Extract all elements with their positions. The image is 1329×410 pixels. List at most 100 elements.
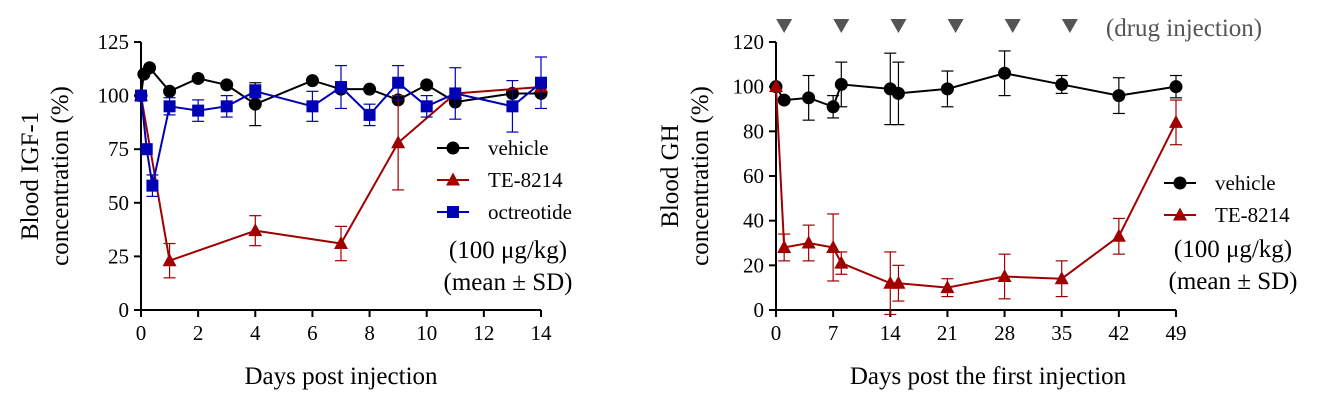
legend-entry-TE-8214: TE-8214	[1164, 203, 1290, 227]
annotation-line: (mean ± SD)	[444, 269, 573, 296]
x-tick-label: 42	[1108, 321, 1129, 345]
annotation-line: (100 μg/kg)	[449, 237, 567, 264]
legend-marker	[1173, 207, 1187, 221]
injection-marker-icon	[776, 19, 793, 33]
legend-label: TE-8214	[1215, 203, 1290, 227]
injection-marker-icon	[947, 19, 964, 33]
data-point	[1112, 89, 1126, 103]
y-tick-label: 80	[743, 119, 764, 143]
legend-marker	[1173, 176, 1187, 190]
data-point	[192, 104, 205, 117]
series-octreotide	[135, 56, 547, 197]
x-tick-label: 28	[994, 321, 1015, 345]
x-tick-label: 4	[250, 321, 261, 345]
y-tick-label: 100	[98, 84, 130, 108]
data-point	[163, 100, 176, 113]
y-tick-label: 0	[119, 298, 130, 322]
data-point	[769, 79, 783, 93]
data-point	[249, 85, 262, 98]
data-point	[777, 93, 791, 107]
data-point	[143, 61, 157, 75]
legend-label: TE-8214	[488, 168, 563, 192]
data-point	[1169, 80, 1183, 94]
data-point	[801, 235, 816, 249]
y-axis-label-line1: Blood IGF-1	[17, 112, 44, 240]
x-tick-label: 10	[416, 321, 437, 345]
y-tick-label: 25	[108, 244, 129, 268]
y-tick-label: 100	[733, 75, 765, 99]
data-point	[777, 239, 792, 253]
data-point	[506, 100, 519, 113]
data-point	[248, 223, 263, 237]
data-point	[363, 108, 376, 121]
annotation-line: (mean ± SD)	[1169, 268, 1298, 295]
y-axis-label-line1: Blood GH	[657, 124, 684, 227]
x-tick-label: 21	[937, 321, 958, 345]
data-point	[802, 91, 816, 105]
data-point	[826, 239, 841, 253]
y-tick-label: 0	[754, 298, 765, 322]
x-tick-label: 8	[364, 321, 375, 345]
y-axis-label-line2: concentration (%)	[687, 86, 714, 266]
data-point	[449, 87, 462, 100]
data-point	[392, 76, 405, 89]
injection-marker-icon	[1061, 19, 1078, 33]
y-tick-label: 60	[743, 164, 764, 188]
x-axis-label: Days post injection	[244, 363, 438, 390]
x-axis-label: Days post the first injection	[850, 363, 1127, 390]
data-point	[834, 255, 849, 269]
injection-marker-icon	[1004, 19, 1021, 33]
series-vehicle	[769, 50, 1183, 126]
y-tick-label: 50	[108, 191, 129, 215]
data-point	[998, 66, 1012, 80]
x-tick-label: 14	[880, 321, 902, 345]
y-tick-label: 20	[743, 253, 764, 277]
injection-marker-icon	[833, 19, 850, 33]
x-tick-label: 49	[1166, 321, 1187, 345]
data-point	[1054, 271, 1069, 285]
data-point	[162, 253, 177, 267]
data-point	[334, 236, 348, 250]
data-point	[306, 100, 319, 113]
legend-entry-TE-8214: TE-8214	[437, 168, 563, 192]
data-point	[891, 86, 905, 100]
legend-marker	[447, 206, 459, 218]
legend-label: vehicle	[488, 136, 549, 160]
data-point	[834, 77, 848, 91]
data-point	[535, 76, 547, 89]
data-point	[940, 280, 955, 294]
x-tick-label: 12	[473, 321, 494, 345]
legend-marker	[446, 172, 460, 186]
x-tick-label: 14	[531, 321, 553, 345]
x-tick-label: 0	[771, 321, 782, 345]
series-TE-8214	[769, 79, 1183, 316]
data-point	[163, 84, 177, 98]
x-tick-label: 2	[193, 321, 204, 345]
data-point	[940, 82, 954, 96]
data-point	[191, 71, 205, 85]
legend-marker	[446, 141, 460, 155]
data-point	[826, 100, 840, 114]
x-tick-label: 6	[307, 321, 318, 345]
legend-entry-vehicle: vehicle	[1164, 171, 1276, 195]
data-point	[135, 89, 147, 102]
y-tick-label: 40	[743, 209, 764, 233]
x-tick-label: 7	[828, 321, 839, 345]
y-tick-label: 120	[733, 30, 765, 54]
data-point	[363, 82, 377, 96]
data-point	[891, 275, 906, 289]
data-point	[391, 135, 406, 149]
data-point	[1111, 228, 1126, 242]
injection-label: (drug injection)	[1106, 15, 1262, 42]
y-tick-label: 75	[108, 137, 129, 161]
y-tick-label: 125	[98, 30, 130, 54]
data-point	[248, 97, 262, 111]
legend-entry-vehicle: vehicle	[437, 136, 549, 160]
data-point	[420, 100, 433, 113]
data-point	[335, 81, 347, 94]
data-point	[220, 78, 234, 92]
legend-label: vehicle	[1215, 171, 1276, 195]
